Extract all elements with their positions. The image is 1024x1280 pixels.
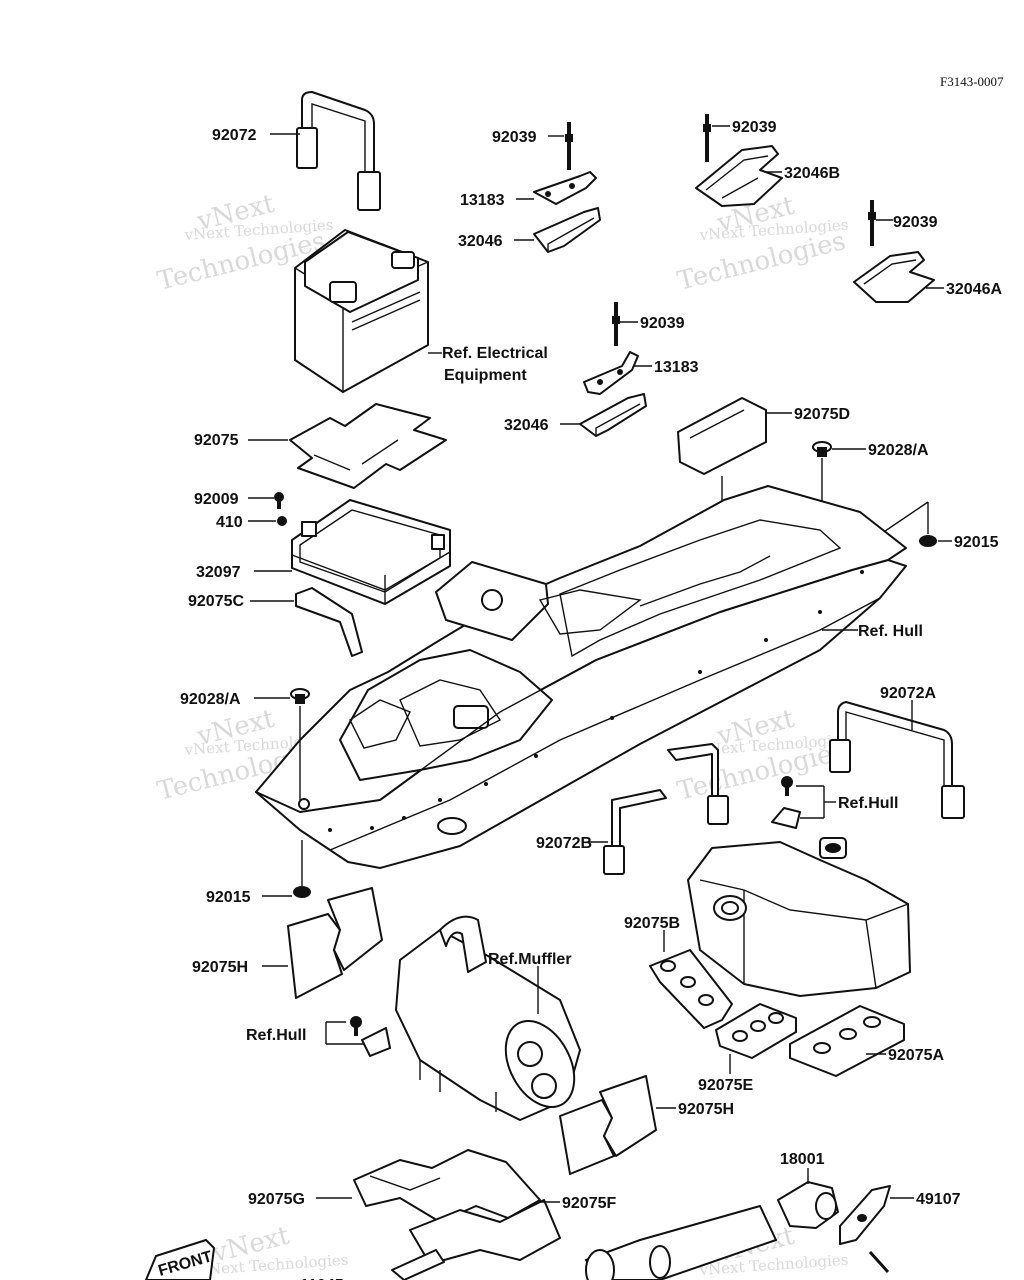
battery <box>294 229 429 393</box>
label-92075D: 92075D <box>794 406 850 423</box>
label-32097: 32097 <box>196 564 241 581</box>
pad-92075A <box>789 1005 905 1077</box>
pad-92075D <box>677 397 767 475</box>
pad-92075B <box>649 949 733 1029</box>
pad-92075E <box>715 1003 797 1059</box>
muffler-mount-bolt <box>350 1016 391 1057</box>
hull-bolt <box>771 776 801 829</box>
label-32046A: 32046A <box>946 281 1002 298</box>
pad-92075 <box>289 403 447 489</box>
plate-13183-a <box>533 171 597 205</box>
pad-92075H-right <box>559 1075 657 1175</box>
label-92039-d: 92039 <box>640 315 685 332</box>
label-92075H-right: 92075H <box>678 1101 734 1118</box>
strap-92072 <box>296 91 381 211</box>
label-92039-b: 92039 <box>732 119 777 136</box>
label-ref-muffler: Ref.Muffler <box>488 951 572 968</box>
washer-92015-top <box>919 535 937 547</box>
label-92028a-bottom: 92028/A <box>180 691 241 708</box>
washer-92015-bottom <box>293 886 311 898</box>
label-ref-electrical-2: Equipment <box>444 367 527 384</box>
label-92075H-left: 92075H <box>192 959 248 976</box>
strap-92072A <box>829 701 965 819</box>
label-92009: 92009 <box>194 491 239 508</box>
label-18001: 18001 <box>780 1151 825 1168</box>
pad-92075C <box>295 587 363 657</box>
label-32046B: 32046B <box>784 165 840 182</box>
label-92039-a: 92039 <box>492 129 537 146</box>
plate-13183-b <box>583 351 639 395</box>
label-92075B: 92075B <box>624 915 680 932</box>
muffler <box>395 915 581 1121</box>
figure-code: F3143-0007 <box>940 74 1004 89</box>
bracket-32046B <box>695 145 783 207</box>
label-92075C: 92075C <box>188 593 244 610</box>
label-92075A: 92075A <box>888 1047 944 1064</box>
exhaust-pipe <box>585 1205 777 1280</box>
label-92015-bottom: 92015 <box>206 889 251 906</box>
bolt-92039-b <box>703 114 711 162</box>
bracket-32046-b <box>579 393 647 437</box>
bolt-92039-e <box>868 1250 890 1274</box>
label-92072B: 92072B <box>536 835 592 852</box>
label-13183-a: 13183 <box>460 192 505 209</box>
bolt-92009 <box>274 492 284 509</box>
bolt-92039-d <box>612 302 620 346</box>
label-92039-c: 92039 <box>893 214 938 231</box>
bracket-32046A <box>853 251 935 303</box>
front-arrow: FRONT <box>145 1239 215 1280</box>
part-11045 <box>391 1249 445 1280</box>
pad-92075H-left <box>287 887 383 999</box>
label-92075G: 92075G <box>248 1191 305 1208</box>
bolt-92039-a <box>565 122 573 170</box>
battery-tray-32097 <box>291 499 451 605</box>
pad-92075G <box>353 1149 541 1223</box>
label-92028a-top: 92028/A <box>868 442 929 459</box>
plug-92028a-bottom <box>290 688 310 704</box>
strap-92072B <box>603 743 729 875</box>
washer-410 <box>277 516 287 526</box>
label-410: 410 <box>216 514 243 531</box>
label-92075E: 92075E <box>698 1077 753 1094</box>
plate-49107 <box>839 1185 891 1245</box>
label-32046-a: 32046 <box>458 233 503 250</box>
fuel-tank <box>687 837 911 997</box>
label-92075F: 92075F <box>562 1195 616 1212</box>
label-92075: 92075 <box>194 432 239 449</box>
label-11045: 11045 <box>300 1277 344 1280</box>
connector-18001 <box>777 1181 839 1229</box>
label-92015-top: 92015 <box>954 534 999 551</box>
bolt-92039-c <box>868 200 876 246</box>
hull <box>255 485 907 869</box>
label-ref-hull-2: Ref.Hull <box>838 795 898 812</box>
pad-92075F <box>409 1199 561 1265</box>
label-32046-b: 32046 <box>504 417 549 434</box>
label-92072A: 92072A <box>880 685 936 702</box>
label-ref-electrical: Ref. Electrical <box>442 345 548 362</box>
label-ref-hull-3: Ref.Hull <box>246 1027 306 1044</box>
label-13183-b: 13183 <box>654 359 699 376</box>
bracket-32046-a <box>533 207 601 253</box>
label-ref-hull-1: Ref. Hull <box>858 623 923 640</box>
label-49107: 49107 <box>916 1191 961 1208</box>
label-92072: 92072 <box>212 127 257 144</box>
plug-92028a-top <box>812 441 832 457</box>
